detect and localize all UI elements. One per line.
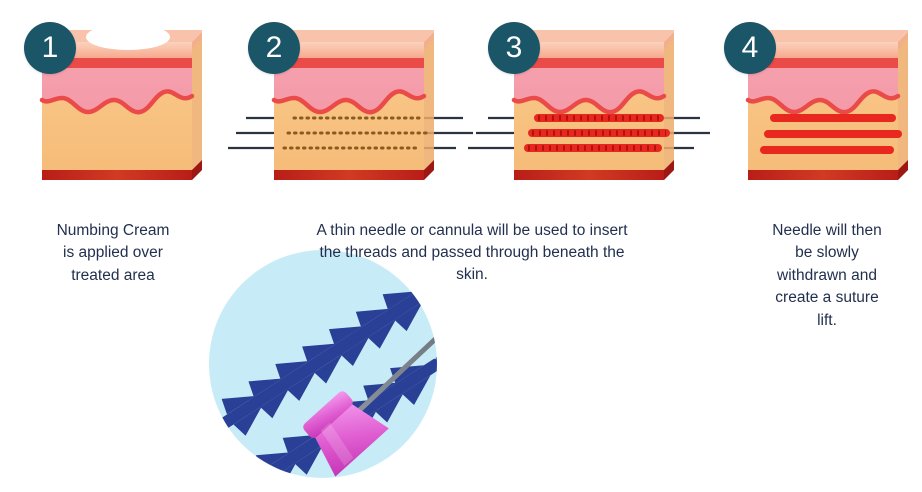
caption-line: Needle will then — [772, 222, 882, 239]
barbed-thread-cannula-detail — [209, 277, 437, 478]
barbed-threads-group-3 — [524, 114, 670, 152]
caption-line: treated area — [71, 266, 155, 284]
caption-line: A thin needle or cannula will be used to… — [316, 222, 628, 239]
step-panel-2: 2 — [228, 0, 478, 210]
step-caption-4: Needle will then be slowly withdrawn and… — [742, 220, 912, 332]
caption-line: lift. — [817, 311, 837, 329]
step-number-badge-2: 2 — [248, 22, 300, 74]
numbing-cream-patch — [86, 24, 170, 50]
step-panel-1: 1 — [16, 0, 216, 210]
caption-line: be slowly — [795, 244, 859, 262]
needle-shaft — [346, 325, 437, 423]
step-panel-4: 4 — [722, 0, 922, 210]
caption-line: the threads and passed through beneath t… — [319, 244, 625, 261]
skin-block-illustration-4 — [745, 30, 908, 180]
skin-block-illustration-3 — [468, 30, 710, 180]
step-caption-1: Numbing Cream is applied over treated ar… — [18, 220, 208, 287]
cannula-hub — [303, 391, 389, 477]
step-number-badge-1: 1 — [24, 22, 76, 74]
caption-line: skin. — [456, 266, 488, 283]
step-number-badge-4: 4 — [724, 22, 776, 74]
caption-line: Numbing Cream — [56, 222, 170, 239]
skin-block-illustration-2 — [228, 30, 473, 180]
step-number-badge-3: 3 — [488, 22, 540, 74]
dotted-threads-group-2 — [282, 116, 428, 150]
solid-threads-group-4 — [760, 114, 902, 154]
step-panel-3: 3 — [468, 0, 718, 210]
barbed-thread-upper — [209, 277, 437, 439]
skin-block-illustration-1 — [39, 24, 202, 180]
caption-line: is applied over — [63, 244, 163, 262]
caption-line: withdrawn and — [777, 266, 877, 284]
caption-line: create a suture — [775, 289, 879, 307]
step-caption-2-3: A thin needle or cannula will be used to… — [282, 220, 662, 286]
